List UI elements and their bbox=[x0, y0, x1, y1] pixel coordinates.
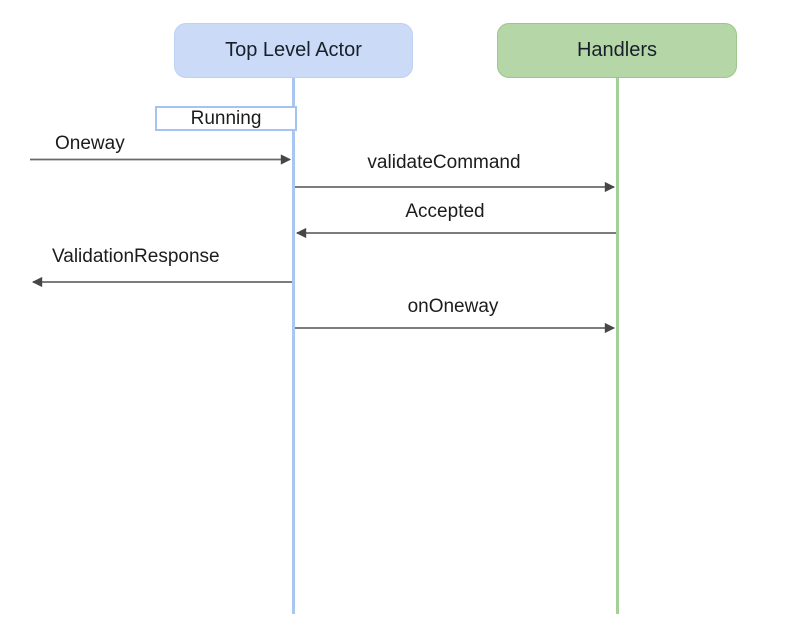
message-label-validation-response: ValidationResponse bbox=[52, 246, 220, 267]
state-label-running: Running bbox=[190, 107, 262, 129]
actor-label-top-level-actor: Top Level Actor bbox=[225, 39, 362, 61]
message-label-oneway: Oneway bbox=[55, 133, 125, 154]
message-label-validate-command: validateCommand bbox=[367, 152, 521, 173]
actor-label-handlers: Handlers bbox=[576, 39, 658, 61]
actor-box-top-level-actor: Top Level Actor bbox=[174, 23, 413, 78]
actor-box-handlers: Handlers bbox=[497, 23, 737, 78]
message-label-accepted: Accepted bbox=[405, 201, 485, 222]
message-label-on-oneway: onOneway bbox=[407, 296, 499, 317]
state-box-running: Running bbox=[155, 106, 297, 131]
